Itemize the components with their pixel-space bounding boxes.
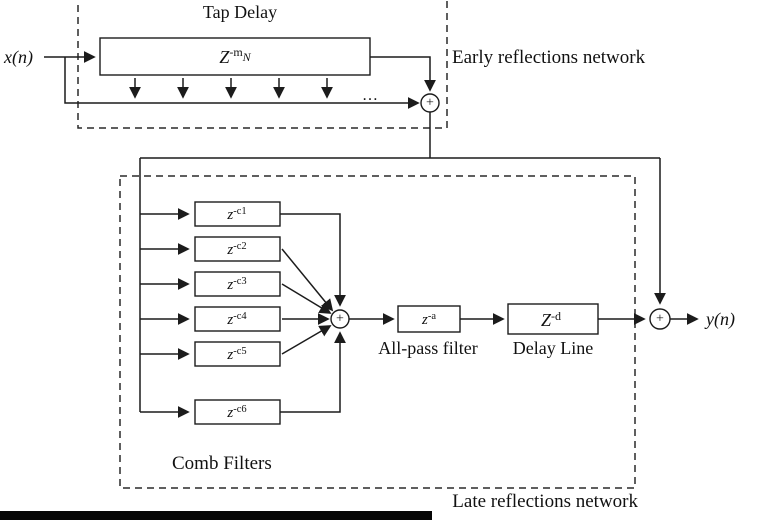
delay-line-box bbox=[507, 303, 599, 335]
tap-delay-block: Z-mN bbox=[99, 37, 371, 76]
comb-box-5 bbox=[194, 341, 281, 367]
comb-sum-junction: + bbox=[330, 309, 350, 329]
allpass-filter-block: z-a bbox=[397, 305, 461, 333]
tap-delay-title: Tap Delay bbox=[203, 2, 277, 22]
delay-line-block: Z-d bbox=[507, 303, 599, 335]
comb-label-3: z-c3 bbox=[226, 276, 246, 293]
comb-box-2 bbox=[194, 236, 281, 262]
output-stage: + y(n) bbox=[598, 158, 735, 330]
output-signal-label: y(n) bbox=[704, 309, 735, 330]
comb-output-wire-6 bbox=[280, 331, 346, 413]
delay-line-block-label: Z-d bbox=[541, 309, 561, 330]
comb-filter-block-1: z-c1 bbox=[194, 201, 281, 227]
comb-label-1: z-c1 bbox=[226, 206, 246, 223]
allpass-block-label: z-a bbox=[421, 311, 436, 328]
input-bypass-bus bbox=[64, 57, 420, 109]
tap-delay-box bbox=[99, 37, 371, 76]
comb-filter-block-6: z-c6 bbox=[194, 399, 281, 425]
allpass-caption: All-pass filter bbox=[378, 338, 477, 358]
output-sum-junction: + bbox=[649, 308, 671, 330]
comb-filter-block-3: z-c3 bbox=[194, 271, 281, 297]
early-reflections-network: Tap Delay Z-mN x(n) … + Early reflection… bbox=[3, 0, 646, 129]
comb-output-wire-5 bbox=[281, 325, 332, 355]
comb-filter-block-5: z-c5 bbox=[194, 341, 281, 367]
comb-label-4: z-c4 bbox=[226, 311, 247, 328]
input-signal-label: x(n) bbox=[3, 47, 33, 68]
late-network-label: Late reflections network bbox=[452, 491, 638, 512]
allpass-box bbox=[397, 305, 461, 333]
delay-line-caption: Delay Line bbox=[513, 338, 593, 358]
early-network-label: Early reflections network bbox=[452, 47, 646, 68]
comb-filter-block-4: z-c4 bbox=[194, 306, 281, 332]
comb-sum-plus: + bbox=[336, 312, 344, 327]
comb-box-6 bbox=[194, 399, 281, 425]
comb-output-wire-1 bbox=[280, 213, 346, 307]
early-sum-plus: + bbox=[426, 96, 434, 111]
tap-delay-output-wire bbox=[370, 56, 436, 92]
late-network-dashed-border bbox=[119, 175, 636, 489]
tap-arrows: … bbox=[129, 78, 380, 104]
bottom-edge-artifact bbox=[0, 511, 432, 520]
comb-filter-block-2: z-c2 bbox=[194, 236, 281, 262]
output-sum-plus: + bbox=[656, 312, 664, 327]
comb-output-wire-3 bbox=[281, 283, 332, 314]
comb-label-2: z-c2 bbox=[226, 241, 246, 258]
tap-delay-block-label: Z-mN bbox=[219, 45, 251, 67]
comb-output-wire-2 bbox=[281, 248, 334, 312]
comb-label-5: z-c5 bbox=[226, 346, 246, 363]
comb-filters-caption: Comb Filters bbox=[172, 453, 272, 474]
late-reflections-network: z-c1 z-c2 z-c3 z-c4 z-c5 z-c6 bbox=[119, 158, 638, 512]
comb-box-3 bbox=[194, 271, 281, 297]
tap-ellipsis: … bbox=[362, 87, 380, 104]
comb-label-6: z-c6 bbox=[226, 404, 246, 421]
early-sum-junction: + bbox=[420, 93, 440, 113]
comb-box-4 bbox=[194, 306, 281, 332]
